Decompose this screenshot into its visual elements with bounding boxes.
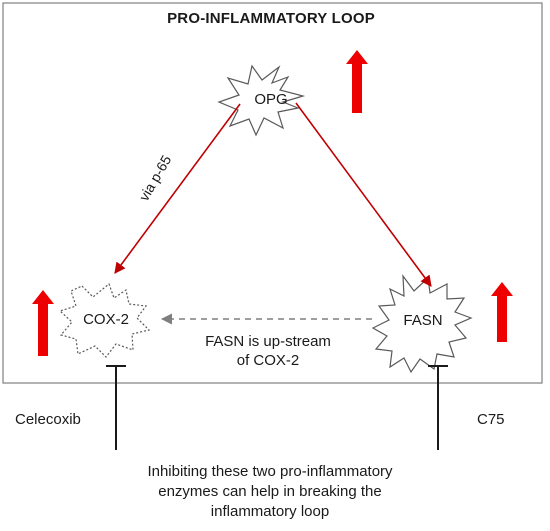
cox2-node-shape [58, 282, 151, 358]
fasn-node-label: FASN [403, 312, 443, 329]
fasn-upstream-note-line-1: FASN is up-stream [205, 333, 331, 350]
opg-up-arrow-icon [346, 50, 368, 113]
footer-line-1: Inhibiting these two pro-inflammatory [147, 463, 393, 480]
fasn-node-shape [371, 274, 473, 374]
opg-to-fasn-arrow [295, 102, 432, 287]
celecoxib-label: Celecoxib [15, 411, 81, 428]
footer-line-2: enzymes can help in breaking the [158, 483, 382, 500]
cox2-up-arrow-icon [32, 290, 54, 356]
fasn-upstream-note-line-2: of COX-2 [236, 352, 300, 369]
opg-to-cox2-arrow [114, 103, 241, 274]
fasn-up-arrow-icon [491, 282, 513, 342]
footer-line-3: inflammatory loop [210, 503, 330, 520]
diagram-title: PRO-INFLAMMATORY LOOP [167, 10, 375, 27]
cox2-node-label: COX-2 [83, 311, 129, 328]
opg-node-label: OPG [254, 91, 288, 108]
opg-node-shape [217, 64, 306, 137]
c75-label: C75 [477, 411, 505, 428]
